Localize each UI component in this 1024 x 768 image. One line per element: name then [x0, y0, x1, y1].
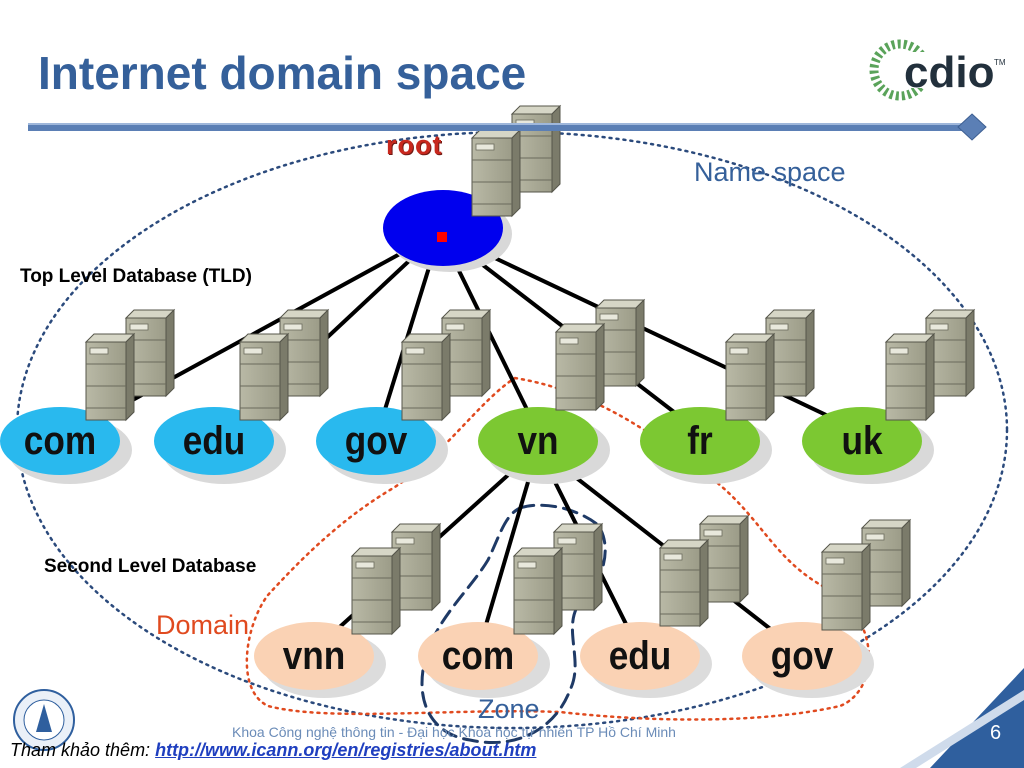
- reference-prefix: Tham khảo thêm:: [10, 740, 156, 760]
- tld-server-icon: [240, 310, 328, 420]
- tld-node-uk: uk: [841, 419, 883, 463]
- reference-link[interactable]: http://www.icann.org/en/registries/about…: [155, 740, 537, 760]
- root-server-icon: [472, 106, 560, 216]
- sld-node-vnn: vnn: [282, 634, 346, 678]
- tld-node-edu: edu: [182, 419, 246, 463]
- tld-node-gov: gov: [344, 419, 408, 463]
- university-seal-icon: [13, 689, 75, 751]
- cdio-logo-text: cdio: [904, 48, 995, 97]
- zone-outline: [420, 503, 607, 745]
- sld-node-com: com: [441, 634, 515, 678]
- sld-label: Second Level Database: [44, 556, 257, 577]
- sld-server-icon: [352, 524, 440, 634]
- tld-server-icon: [402, 310, 490, 420]
- cdio-logo-tm: TM: [994, 58, 1006, 67]
- zone-label: Zone: [478, 694, 540, 724]
- root-marker: [437, 232, 447, 242]
- slide-title: Internet domain space: [38, 47, 527, 99]
- title-rule-diamond: [957, 113, 987, 141]
- sld-node-gov: gov: [770, 634, 834, 678]
- domain-label: Domain: [156, 610, 250, 640]
- tld-server-icon: [86, 310, 174, 420]
- reference-line: Tham khảo thêm: http://www.icann.org/en/…: [10, 740, 536, 761]
- root-label: root: [386, 130, 443, 160]
- tld-nodes: [0, 407, 934, 484]
- tld-node-com: com: [23, 419, 97, 463]
- cdio-ring-logo: [869, 39, 942, 101]
- name-space-label: Name space: [694, 157, 846, 187]
- sld-server-icon: [660, 516, 748, 626]
- footer-text: Khoa Công nghệ thông tin - Đại học Khoa …: [232, 724, 676, 740]
- domain-outline: [245, 376, 870, 721]
- second-level-nodes: [254, 622, 874, 698]
- tld-server-icon: [556, 300, 644, 410]
- sld-server-icon: [822, 520, 910, 630]
- tld-node-fr: fr: [687, 419, 713, 463]
- tld-node-vn: vn: [517, 419, 559, 463]
- sld-server-icon: [514, 524, 602, 634]
- tld-label: Top Level Database (TLD): [20, 266, 252, 287]
- page-number: 6: [990, 722, 1002, 744]
- sld-node-edu: edu: [608, 634, 672, 678]
- page-corner: [930, 668, 1024, 768]
- tld-server-icon: [886, 310, 974, 420]
